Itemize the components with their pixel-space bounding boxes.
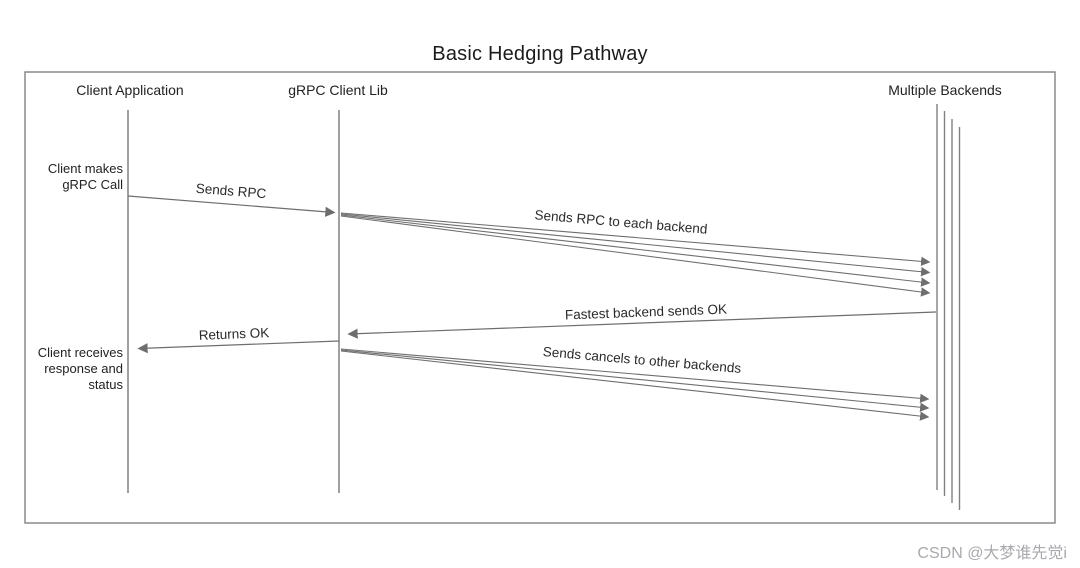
arrow-sends-rpc-backend-4 [340, 215, 931, 297]
participant-grpc-client-lib: gRPC Client Lib [288, 82, 388, 98]
participant-multiple-backends: Multiple Backends [888, 82, 1002, 98]
note-client-receives-response: Client receives response and status [38, 345, 123, 393]
note-line: Client receives [37, 345, 123, 360]
arrow-sends-rpc-backend-2 [340, 213, 931, 277]
diagram-frame [24, 71, 1056, 524]
note-client-makes-grpc-call: Client makes gRPC Call [48, 161, 123, 193]
arrow-cancel-backend-4 [340, 350, 930, 421]
arrow-cancel-backend-3 [340, 349, 930, 412]
csdn-watermark: CSDN @大梦谁先觉i [917, 545, 1067, 562]
message-label-returns-ok: Returns OK [198, 325, 270, 343]
note-line: status [88, 377, 123, 392]
arrow-returns-ok [137, 340, 340, 354]
diagram-title: Basic Hedging Pathway [432, 43, 648, 65]
arrow-cancel-backend-2 [340, 348, 930, 403]
arrow-sends-rpc [127, 195, 336, 217]
arrow-fastest-backend-ok [347, 311, 937, 339]
participant-client-application: Client Application [76, 82, 184, 98]
note-line: Client makes [47, 161, 123, 176]
note-line: gRPC Call [62, 177, 123, 192]
note-line: response and [44, 361, 123, 376]
arrow-sends-rpc-backend-1 [340, 212, 931, 266]
arrow-sends-rpc-backend-3 [340, 214, 931, 287]
